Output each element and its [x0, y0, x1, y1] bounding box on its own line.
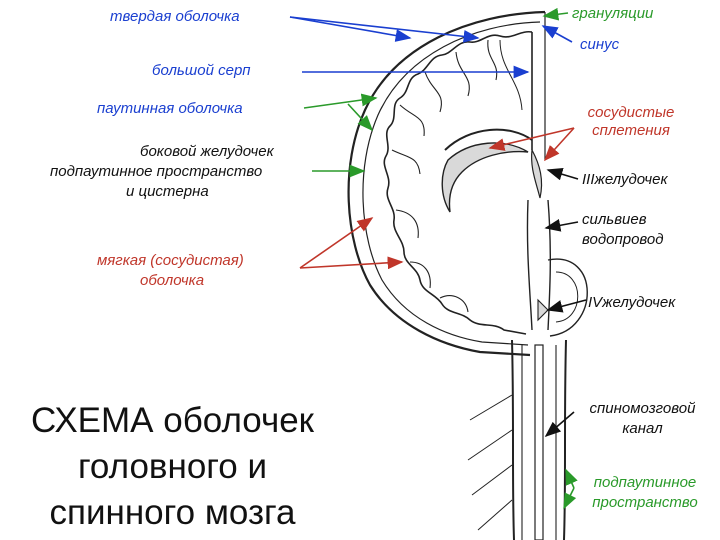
- label-central-canal-line2: канал: [622, 420, 663, 437]
- leader-aqueduct: [544, 219, 579, 232]
- central-canal: [534, 344, 544, 540]
- label-aqueduct-line2: водопровод: [582, 231, 664, 248]
- leader-plexus-1: [488, 127, 575, 151]
- leader-arachnoid-2: [347, 103, 374, 132]
- leader-dura-2: [289, 16, 480, 43]
- leader-plexus-2: [543, 127, 575, 162]
- lateral-ventricle: [441, 142, 529, 213]
- leader-dura-1: [289, 16, 412, 42]
- leader-pia-2: [299, 256, 404, 270]
- brain-hemisphere: [347, 10, 588, 357]
- label-plexus-line2: сплетения: [592, 122, 670, 139]
- label-plexus-line1: сосудистые: [587, 104, 675, 121]
- label-sinus: синус: [580, 36, 620, 53]
- fourth-ventricle: [537, 298, 549, 322]
- label-falx: большой серп: [152, 62, 251, 79]
- leader-third-ventricle: [546, 168, 579, 181]
- leader-arachnoid-1: [303, 93, 378, 109]
- corpus-callosum: [444, 128, 533, 151]
- dura-outline: [347, 10, 546, 357]
- leader-fourth-ventricle: [546, 299, 587, 313]
- cerebellum: [547, 258, 588, 337]
- third-ventricle: [531, 148, 543, 199]
- label-spinal-subarachnoid-line1: подпаутинное: [593, 474, 697, 491]
- label-pia-line1: мягкая (сосудистая): [97, 252, 244, 269]
- label-spinal-subarachnoid-line2: пространство: [592, 494, 698, 511]
- label-subarachnoid-line1: подпаутинное пространство: [50, 163, 263, 180]
- spinal-cord: [467, 339, 567, 540]
- arachnoid-outline: [362, 21, 541, 346]
- label-central-canal-line1: спиномозговой: [589, 400, 696, 417]
- label-arachnoid: паутинная оболочка: [97, 100, 243, 117]
- leader-central-canal: [544, 411, 575, 438]
- title-line-1: СХЕМА оболочек: [31, 401, 314, 440]
- label-dura: твердая оболочка: [110, 8, 240, 25]
- label-fourth-ventricle: IVжелудочек: [588, 294, 676, 311]
- label-aqueduct-line1: сильвиев: [582, 211, 647, 228]
- label-pia-line2: оболочка: [140, 272, 205, 289]
- cortex-outline: [383, 30, 533, 335]
- label-lateral-ventricle: боковой желудочек: [140, 143, 274, 160]
- label-third-ventricle: IIIжелудочек: [582, 171, 668, 188]
- leader-spinal-subarachnoid-1: [565, 468, 578, 489]
- label-subarachnoid-line2: и цистерна: [126, 183, 209, 200]
- diagram-title: СХЕМА оболочек головного и спинного мозг…: [0, 398, 345, 536]
- leader-granulations: [542, 7, 569, 21]
- leader-spinal-subarachnoid-2: [563, 487, 577, 510]
- leader-pia-1: [299, 217, 374, 269]
- leader-sinus: [541, 25, 573, 43]
- leader-lines: [289, 7, 587, 510]
- label-granulations: грануляции: [572, 5, 654, 22]
- title-line-2: головного и: [77, 447, 268, 486]
- title-line-3: спинного мозга: [49, 493, 296, 532]
